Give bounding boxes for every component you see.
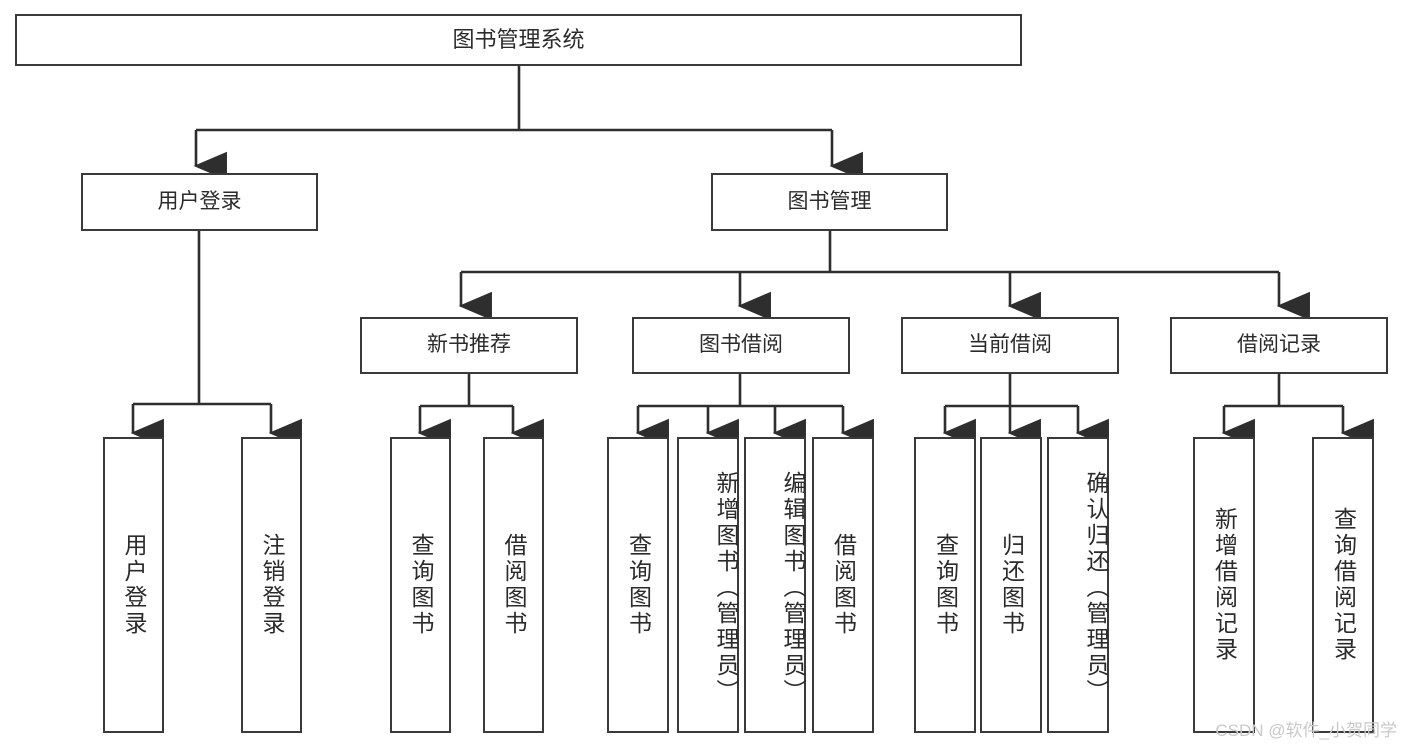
node-label: 借阅图书: [830, 533, 857, 637]
node-label: 借阅记录: [1237, 333, 1321, 357]
node-label: 编辑图书（管理员）: [780, 471, 806, 705]
leaf-logout-login[interactable]: 注销登录: [241, 437, 302, 733]
node-label: 查询图书: [625, 533, 652, 637]
node-root-system[interactable]: 图书管理系统: [15, 14, 1022, 66]
node-user-login[interactable]: 用户登录: [81, 173, 318, 231]
node-book-management[interactable]: 图书管理: [711, 173, 948, 231]
watermark-text: CSDN @软件_小贺同学: [1215, 721, 1397, 740]
node-book-borrow[interactable]: 图书借阅: [632, 317, 850, 374]
leaf-confirm-return-admin[interactable]: 确认归还（管理员）: [1047, 437, 1109, 733]
node-label: 注销登录: [259, 533, 285, 637]
leaf-borrow-book[interactable]: 借阅图书: [812, 437, 874, 733]
leaf-query-borrow-record[interactable]: 查询借阅记录: [1312, 437, 1374, 733]
leaf-user-login[interactable]: 用户登录: [103, 437, 164, 733]
leaf-add-borrow-record[interactable]: 新增借阅记录: [1193, 437, 1255, 733]
node-label: 查询图书: [932, 533, 959, 637]
leaf-return-book[interactable]: 归还图书: [980, 437, 1042, 733]
node-label: 图书管理: [787, 189, 872, 213]
leaf-query-book-current[interactable]: 查询图书: [914, 437, 976, 733]
node-label: 查询借阅记录: [1330, 507, 1357, 663]
leaf-query-book-recommend[interactable]: 查询图书: [390, 437, 451, 733]
node-label: 查询图书: [408, 533, 434, 637]
node-label: 用户登录: [157, 189, 242, 213]
leaf-borrow-book-recommend[interactable]: 借阅图书: [483, 437, 544, 733]
leaf-query-book-borrow[interactable]: 查询图书: [607, 437, 669, 733]
node-borrow-record[interactable]: 借阅记录: [1170, 317, 1388, 374]
node-label: 新增图书（管理员）: [713, 471, 739, 705]
node-label: 归还图书: [998, 533, 1025, 637]
node-label: 确认归还（管理员）: [1083, 471, 1109, 705]
node-label: 新增借阅记录: [1211, 507, 1238, 663]
node-label: 图书管理系统: [452, 27, 585, 53]
node-current-borrow[interactable]: 当前借阅: [901, 317, 1119, 374]
node-label: 当前借阅: [968, 333, 1052, 357]
leaf-add-book-admin[interactable]: 新增图书（管理员）: [677, 437, 739, 733]
node-label: 用户登录: [121, 533, 147, 637]
node-label: 新书推荐: [427, 333, 511, 357]
node-label: 借阅图书: [501, 533, 527, 637]
node-new-book-recommend[interactable]: 新书推荐: [360, 317, 578, 374]
leaf-edit-book-admin[interactable]: 编辑图书（管理员）: [744, 437, 806, 733]
node-label: 图书借阅: [699, 333, 783, 357]
